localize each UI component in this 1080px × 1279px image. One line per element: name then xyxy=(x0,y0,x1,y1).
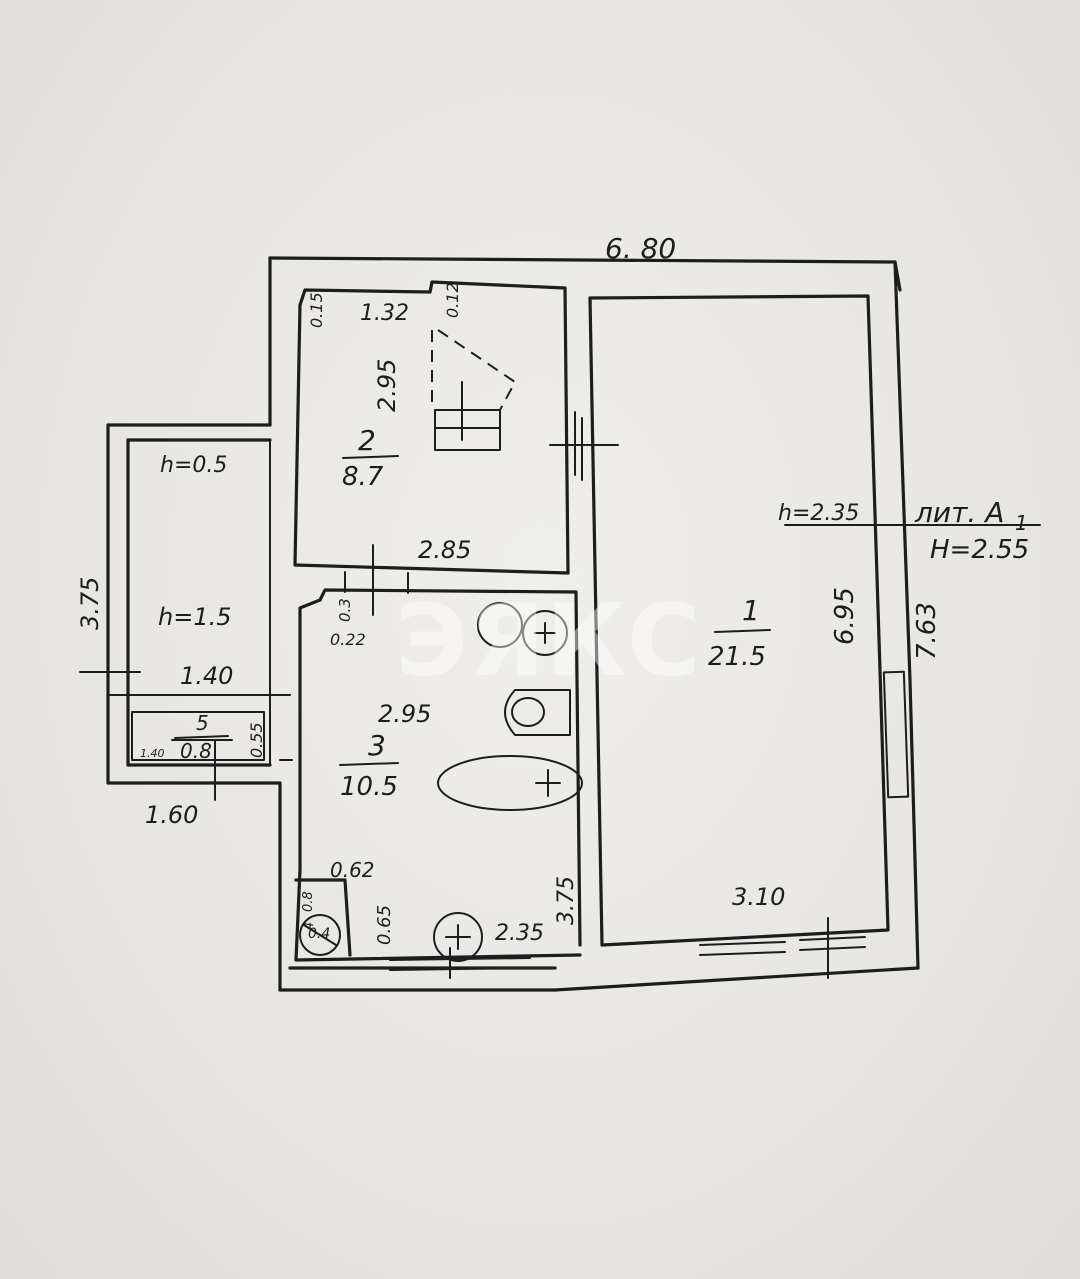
outer-walls xyxy=(106,256,920,992)
room-5-area: 0.8 xyxy=(180,739,212,763)
r1-bottom-label: 3.10 xyxy=(732,883,785,911)
r4-side-b-label: 0.8 xyxy=(301,891,316,912)
r3-width-label: 2.95 xyxy=(378,700,431,728)
building-index-label: 1 xyxy=(1015,511,1028,535)
room-3-number: 3 xyxy=(368,729,386,762)
stair-h-mid-label: h=1.5 xyxy=(158,603,232,631)
overall-depth-label: 7.63 xyxy=(912,602,942,660)
building-height-label: H=2.55 xyxy=(930,535,1029,565)
r1-side-label: 6.95 xyxy=(830,587,860,645)
r2-side-label: 2.95 xyxy=(373,359,401,412)
r2-bottom-label: 2.85 xyxy=(418,536,471,564)
room-2-number: 2 xyxy=(358,424,376,457)
room-5-number: 5 xyxy=(196,711,209,735)
room-3-walls xyxy=(294,588,583,979)
room-4-area: 0.4 xyxy=(308,926,330,942)
r2-top-label: 1.32 xyxy=(360,301,409,326)
r3-side-label: 3.75 xyxy=(554,876,579,925)
r3-bottom-label: 2.35 xyxy=(495,921,544,946)
stair-symbol xyxy=(431,329,517,451)
stair-h-top-label: h=0.5 xyxy=(160,453,227,478)
room-4-walls xyxy=(294,878,352,957)
r3-notch-a-label: 0.3 xyxy=(336,598,354,622)
r2-top-notch-label: 0.12 xyxy=(443,282,462,318)
r2-top-left-label: 0.15 xyxy=(307,292,326,328)
room-1-height: h=2.35 xyxy=(778,501,859,526)
overall-width-label: 6. 80 xyxy=(605,232,676,265)
r4-side-a-label: 0.65 xyxy=(374,905,395,945)
building-label: лит. А xyxy=(914,496,1004,529)
room-2-area: 8.7 xyxy=(342,462,384,492)
r5-side-label: 0.55 xyxy=(247,722,266,758)
room-4-number: 4 xyxy=(302,922,317,930)
stair-depth-label: 3.75 xyxy=(76,577,104,630)
r5-width-label: 1.40 xyxy=(140,747,165,760)
left-stair-block xyxy=(79,439,293,801)
room-3-area: 10.5 xyxy=(340,772,398,802)
room-1-number: 1 xyxy=(742,594,760,627)
watermark: ЭЯКС xyxy=(395,582,701,699)
stair-width-label: 1.40 xyxy=(180,662,233,690)
r5-outer-label: 1.60 xyxy=(145,801,198,829)
room-1-area: 21.5 xyxy=(708,642,766,672)
room-1-walls xyxy=(549,294,910,979)
r4-width-label: 0.62 xyxy=(330,858,375,882)
room-2-walls xyxy=(293,280,570,616)
r3-notch-b-label: 0.22 xyxy=(330,630,366,649)
